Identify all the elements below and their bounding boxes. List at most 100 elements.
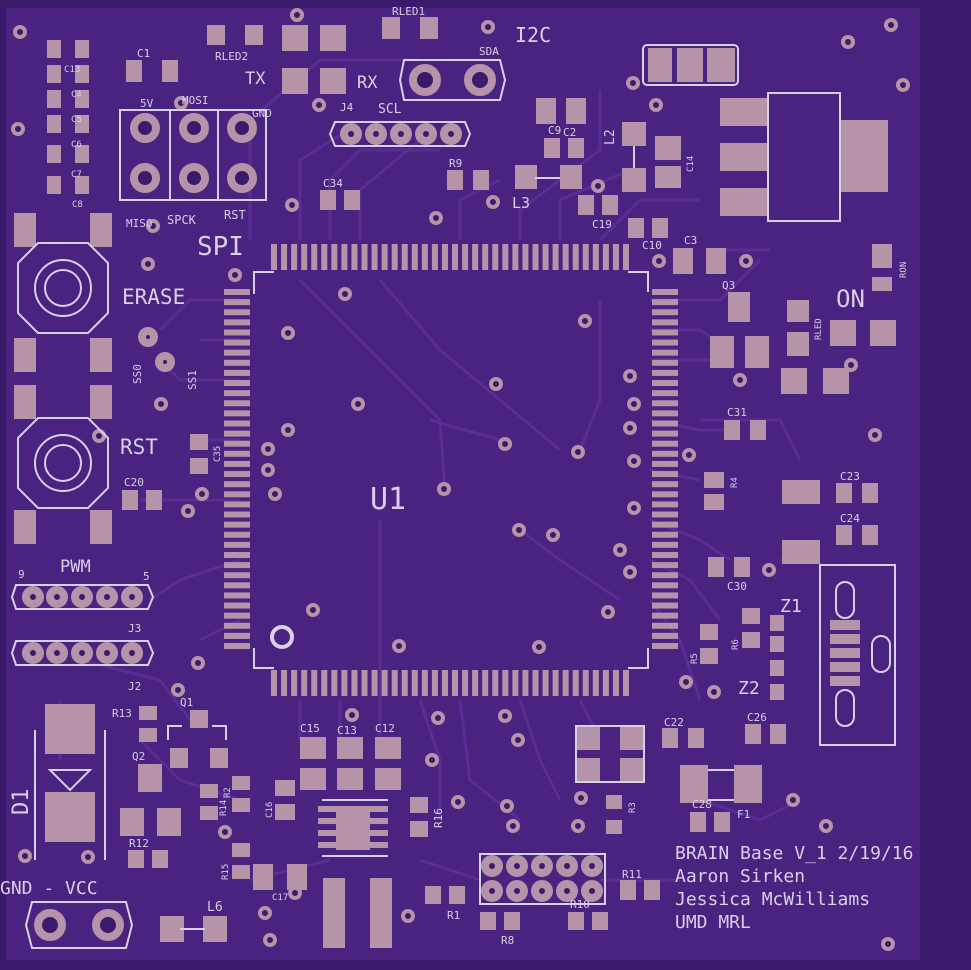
label-c10: C10 [642,239,662,252]
label-c7: C7 [71,170,82,180]
label-j4: J4 [340,101,354,114]
u1-pin [652,602,678,609]
u1-pin [482,244,489,270]
u1-pin [462,670,469,696]
u1-pin [652,299,678,306]
u1-pin [224,572,250,579]
u1-pin [224,309,250,316]
label-r8: R8 [501,934,514,947]
u1-pin [401,670,408,696]
label-c3: C3 [684,234,697,247]
u1-pin [271,244,277,270]
u1-pin [281,244,288,270]
label-q1: Q1 [180,696,193,709]
u1-pin [562,244,569,270]
u1-pin [351,244,358,270]
u1-pin [224,339,250,346]
u1-pin [452,670,459,696]
u1-pin [224,400,250,407]
u1-pin [652,531,678,538]
u1-pin [652,501,678,508]
label-c4: C4 [71,90,82,100]
u1-pin [602,670,609,696]
u1-pin [652,309,678,316]
label-u1: U1 [370,482,406,517]
label-c19: C19 [592,218,612,231]
u1-pin [652,400,678,407]
u1-pin [652,471,678,478]
u1-pin [224,602,250,609]
label-ron: RON [899,262,909,278]
label-z1: Z1 [780,596,802,617]
silkscreen-outlines [10,44,896,949]
u1-pin [652,551,678,558]
u1-pin [502,244,509,270]
u1-pin [224,582,250,589]
u1-pin [441,244,448,270]
u1-pin [623,670,629,696]
label-r13: R13 [112,707,132,720]
label-rled1: RLED1 [392,5,425,18]
u1-pin [301,670,308,696]
u1-pin [224,289,250,295]
u1-pin [271,670,277,696]
label-r16: R16 [432,808,445,828]
label-c28: C28 [692,798,712,811]
u1-pin [224,481,250,488]
u1-pin [582,670,589,696]
label-r6: R6 [731,639,741,650]
u1-pin [502,670,509,696]
u1-pin [224,420,250,427]
u1-pin [224,511,250,518]
u1-pin [224,501,250,508]
u1-pin [224,632,250,639]
u1-pin [391,244,398,270]
u1-pin [472,244,479,270]
label-c14: C14 [686,156,696,172]
u1-pin [572,670,579,696]
u1-pin [652,380,678,387]
u1-pin [224,531,250,538]
label-on: ON [836,285,865,313]
u1-pin [224,369,250,376]
u1-pin [341,670,348,696]
label-sda: SDA [479,45,499,58]
u1-pin [361,670,368,696]
u1-pin [652,430,678,437]
label-r10: R10 [570,898,590,911]
u1-pin [562,670,569,696]
label-spck: SPCK [167,213,197,227]
u1-pin [652,632,678,639]
u1-pin [224,622,250,629]
label-r12: R12 [129,837,149,850]
label-c12: C12 [375,722,395,735]
u1-pin [612,670,619,696]
u1-pin [652,572,678,579]
u1-pin [652,339,678,346]
label-gnd-vcc: GND - VCC [0,878,98,899]
u1-pin [224,541,250,548]
label-5v: 5V [140,97,154,110]
u1-pin [311,670,318,696]
label-rx: RX [357,73,378,93]
u1-pin [612,244,619,270]
u1-pin [351,670,358,696]
u1-pin [224,460,250,467]
u1-pin [492,670,499,696]
crystal-slots [835,581,891,727]
u1-pin [542,670,549,696]
u1-pin [224,643,250,649]
label-r2: R2 [223,787,233,798]
u1-pin [452,244,459,270]
u1-pin [652,622,678,629]
u1-pin [652,420,678,427]
u1-pin [602,244,609,270]
u1-pin [291,670,298,696]
u1-pin [224,592,250,599]
label-pwm-5: 5 [143,570,150,583]
u1-pin [652,521,678,528]
u1-pin [522,670,529,696]
label-r11: R11 [622,868,642,881]
u1-pin [371,244,378,270]
